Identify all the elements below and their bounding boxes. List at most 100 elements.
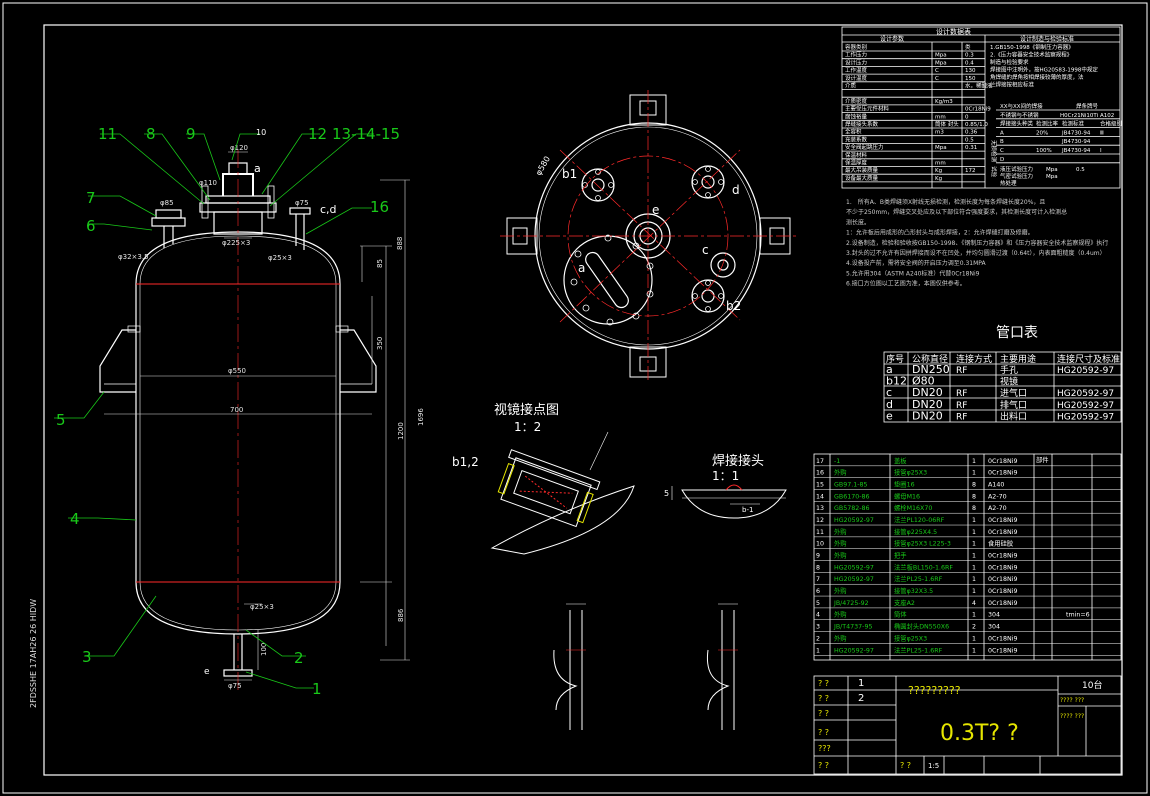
bom-cell: 螺母M16 <box>894 491 920 500</box>
nozzle-header: 主要用途 <box>1000 353 1036 365</box>
note-line: 3.封头的过不允许有因拼焊接而设不在凹处，并均匀圆滑过渡（0.64t），内表面粗… <box>846 249 1106 257</box>
bom-cell: 法兰PL120-06RF <box>894 515 945 524</box>
bom-cell: 15 <box>816 482 824 489</box>
top-label-a: a <box>578 261 585 275</box>
bom-cell: 0Cr18Ni9 <box>988 529 1017 536</box>
design-weld-cell: 不锈钢与不锈钢 <box>1000 111 1039 119</box>
bom-cell: 法兰PL25-1.6RF <box>894 645 943 654</box>
callout-11: 11 <box>98 125 117 143</box>
design-param-name: 焊缝接头系数 <box>845 120 879 128</box>
design-param-value: 0.4 <box>965 60 974 66</box>
design-weld-cell: 焊接接头种类 <box>1000 120 1034 128</box>
design-param-name: 工作温度 <box>845 66 868 74</box>
dim-leg-span: 700 <box>230 406 243 414</box>
tb-row1: 1 <box>858 678 864 689</box>
bom-cell: 0Cr18Ni9 <box>988 576 1017 583</box>
bom-cell: JB/T4737-95 <box>833 624 872 631</box>
tb-l6: ? ? <box>900 761 911 770</box>
design-param-value: 0.3 <box>965 53 974 59</box>
nozzle-cell: b12 <box>886 375 907 388</box>
bom-cell: 螺栓M16X70 <box>894 503 932 512</box>
note-line: 不少于250mm，焊缝交叉处应及以下部位符合强度要求，其检测长度可计入检测总 <box>846 208 1067 216</box>
design-standard-line: 角焊缝的焊角按相焊接较薄的厚度，法 <box>990 73 1084 81</box>
tb-l4: ??? <box>818 744 831 753</box>
note-line: 6.接口方位图以工艺图为准，本图仅供参考。 <box>846 280 966 288</box>
design-test-name: 气密试验压力 <box>1000 172 1033 180</box>
design-param-value: 0.85/1.0 <box>965 122 988 128</box>
design-table <box>841 26 1121 189</box>
bom-row-lines <box>814 465 1121 656</box>
bom-cell: 法兰PL25-1.6RF <box>894 574 943 583</box>
dim-h886: 886 <box>397 608 405 622</box>
note-line: 1：允许板后用成形的凸形封头与成形焊接，2：允许焊缝打磨及修磨。 <box>846 229 1034 237</box>
callout-numbers: 11 8 9 10 12 13-14-15 7 6 5 4 3 16 2 1 <box>56 125 400 698</box>
design-param-name: 全容积 <box>845 128 862 136</box>
nozzle-cell: 进气口 <box>1000 387 1027 399</box>
tb-l3: ? ? <box>818 728 829 737</box>
bom-cell: 1 <box>972 635 976 642</box>
design-param-value: 0.5 <box>965 137 974 143</box>
callout-16: 16 <box>370 198 389 216</box>
tb-l1: ? ? <box>818 694 829 703</box>
callout-10: 10 <box>256 128 266 137</box>
bom-cell: JB/4725-92 <box>833 600 869 607</box>
tb-row2: 2 <box>858 693 864 704</box>
design-param-name: 工作压力 <box>845 51 867 59</box>
design-param-name: 介质 <box>845 82 857 90</box>
bom-cell: 8 <box>972 482 976 489</box>
side-label-test: 试验 <box>990 166 998 178</box>
callout-2: 2 <box>294 649 304 667</box>
bom-cell: 外购 <box>834 586 847 595</box>
bom-cell: 304 <box>988 612 1000 619</box>
design-test-unit: Mpa <box>1046 174 1058 180</box>
design-param-name: 设计压力 <box>845 58 867 66</box>
callout-1: 1 <box>312 680 322 698</box>
design-param-name: 设备最大质量 <box>845 174 879 182</box>
bom-cell: 9 <box>816 553 820 560</box>
vessel-bottom-head <box>135 581 341 635</box>
design-param-value: 0Cr18Ni9 <box>965 107 991 113</box>
nozzle-header: 公称直径 <box>912 353 948 365</box>
bom-cell: 垫圈16 <box>894 480 915 489</box>
design-weld-cell: 检测标准 <box>1062 120 1085 128</box>
bom-cell: 1 <box>972 612 976 619</box>
nozzle-cell: RF <box>956 366 967 376</box>
bom-cell: 11 <box>816 529 824 536</box>
bom-cell: 食用硅胶 <box>988 539 1014 548</box>
design-weld-cell: 焊条牌号 <box>1076 102 1099 110</box>
bom-cell: 支座A2 <box>894 598 915 607</box>
bom-cell: 4 <box>816 612 820 619</box>
nozzle-cell: HG20592-97 <box>1057 389 1114 399</box>
bom-cell: 0Cr18Ni9 <box>988 647 1017 654</box>
bom-cell: 16 <box>816 470 824 477</box>
design-standard-line: 兰焊接按相应标准 <box>990 81 1035 89</box>
nozzle-cell: HG20592-97 <box>1057 366 1114 376</box>
bom-cell: 8 <box>972 505 976 512</box>
tb-l5: ? ? <box>818 761 829 770</box>
bom-cell: 法兰板BL150-1.6RF <box>894 562 953 571</box>
bom-cell: 外购 <box>834 551 847 560</box>
bom-cell: 外购 <box>834 539 847 548</box>
design-weld-cell: JB4730-94 <box>1061 130 1091 136</box>
support-lug-right <box>340 329 377 393</box>
nozzle-cell: e <box>886 409 893 422</box>
bom-cell: 0Cr18Ni9 <box>988 517 1017 524</box>
bom-cell: 1 <box>972 647 976 654</box>
design-param-unit: Kg <box>935 176 942 182</box>
design-param-name: 介质密度 <box>845 97 868 105</box>
bom-cell: 筒体 <box>894 610 907 619</box>
design-weld-cell: D <box>1000 157 1004 163</box>
design-param-unit: mm <box>935 161 946 167</box>
bom-cell: 0Cr18Ni9 <box>988 553 1017 560</box>
design-param-unit: C <box>935 76 939 82</box>
dim-h350: 350 <box>376 337 384 350</box>
bom-cell: 外购 <box>834 633 847 642</box>
bom-cell: A140 <box>988 482 1004 489</box>
design-param-value: 类 <box>965 43 971 51</box>
sight-glass-title: 视镜接点图 <box>494 402 559 418</box>
nozzle-header: 序号 <box>886 353 904 365</box>
nozzle-cell: d <box>886 398 893 411</box>
design-weld-cell: 100% <box>1036 148 1052 154</box>
nozzle-cell: 手孔 <box>1000 364 1018 376</box>
